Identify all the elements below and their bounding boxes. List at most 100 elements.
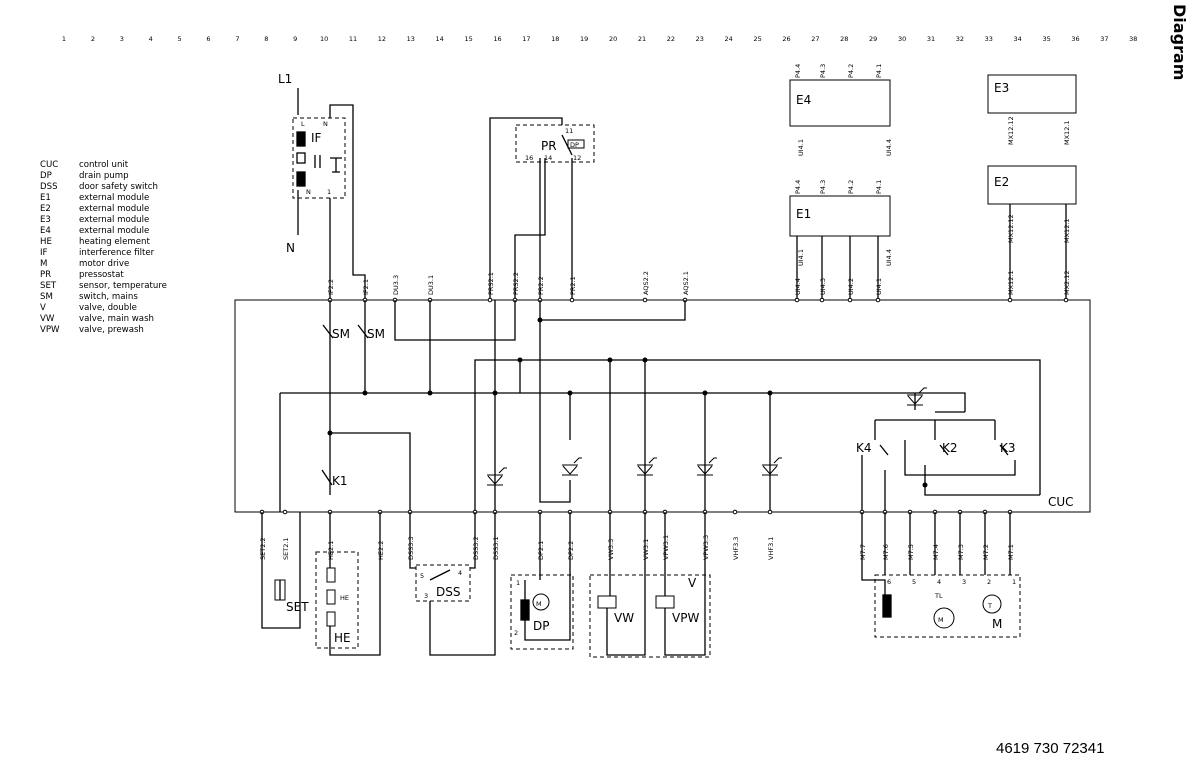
column-number: 30 (897, 35, 907, 43)
motor-pin-number: 5 (912, 578, 916, 586)
motor-pin-number: 3 (962, 578, 966, 586)
v-label: V (688, 576, 697, 590)
column-number: 28 (840, 35, 849, 43)
motor-pin-number: 1 (1012, 578, 1016, 586)
top-connector-label: AQS2.2 (642, 271, 650, 295)
bottom-connector-label: VW3.3 (607, 539, 615, 560)
motor-pin-number: 6 (887, 578, 891, 586)
e-module-pin: P4.1 (875, 180, 883, 194)
pr-wires (489, 117, 573, 300)
pr-pin-14: 14 (544, 154, 552, 162)
if-pin-1: 1 (327, 188, 331, 196)
connector-terminal (767, 509, 773, 515)
legend-desc: external module (79, 204, 150, 214)
column-number: 36 (1071, 35, 1080, 43)
bottom-connector-label: SET2.2 (259, 537, 267, 560)
column-number: 17 (522, 35, 531, 43)
connector-terminal (732, 509, 738, 515)
dss-pin-4: 4 (458, 569, 462, 577)
legend-desc: interference filter (79, 248, 155, 258)
top-connector-label: PR2.2 (537, 276, 545, 295)
motor-wires (861, 512, 1011, 595)
e-module-pin: UI4.4 (885, 139, 893, 156)
heating-element (315, 551, 359, 649)
column-number: 20 (608, 35, 618, 43)
bottom-connector-label: M7.1 (1007, 544, 1015, 560)
legend-desc: valve, double (79, 303, 137, 313)
bottom-connector-label: DSS3.2 (472, 536, 480, 560)
column-number: 21 (637, 35, 647, 43)
column-number: 12 (377, 35, 387, 43)
column-number: 24 (724, 35, 733, 43)
bus-nodes (327, 317, 928, 488)
dss-wires (409, 512, 496, 656)
e2-label: E2 (994, 175, 1009, 189)
bottom-connector-label: M7.5 (907, 544, 915, 560)
top-connector-label: DU3.3 (392, 275, 400, 295)
module-e4 (789, 79, 891, 127)
dp-motor-m: M (536, 600, 542, 608)
column-number: 11 (348, 35, 358, 43)
if-inductor-1 (296, 131, 306, 147)
column-number: 35 (1042, 35, 1051, 43)
door-safety-switch (415, 564, 471, 602)
column-number: 4 (148, 35, 153, 43)
column-number: 2 (90, 35, 95, 43)
bottom-connector-label: HE2.2 (377, 541, 385, 560)
dp-coil (520, 599, 530, 621)
column-number: 14 (435, 35, 444, 43)
legend-abbr: VPW (40, 325, 60, 335)
bottom-connector-label: DSS3.1 (492, 536, 500, 560)
column-number: 37 (1100, 35, 1109, 43)
legend-abbr: E4 (40, 226, 51, 236)
column-number: 23 (695, 35, 704, 43)
connector-terminal (487, 297, 493, 303)
pressostat (515, 124, 595, 163)
column-number: 19 (580, 35, 589, 43)
bottom-connector-label: VPW3.1 (662, 535, 670, 560)
module-e1 (789, 195, 891, 237)
motor-t: T (987, 602, 992, 610)
e-module-pin: UI4.4 (885, 249, 893, 266)
module-e3 (987, 74, 1077, 114)
relay-contacts (861, 411, 1040, 512)
legend-abbr: E1 (40, 193, 51, 203)
e-module-pin: P4.1 (875, 64, 883, 78)
pr-pin-12: 12 (573, 154, 581, 162)
motor-m: M (938, 616, 944, 624)
triac-symbol (762, 457, 782, 476)
if-inductor-2 (296, 171, 306, 187)
column-number: 15 (464, 35, 473, 43)
dss-pin-5: 5 (420, 572, 424, 580)
dss-pin-3: 3 (424, 592, 428, 600)
connector-terminal (875, 297, 881, 303)
if-resistor (296, 152, 306, 164)
motor-pin-number: 2 (987, 578, 991, 586)
column-number: 34 (1013, 35, 1022, 43)
connector-terminal (569, 297, 575, 303)
top-connector-label: IF2.2 (327, 279, 335, 295)
top-connector-label: MX12.1 (1007, 270, 1015, 295)
legend-abbr: DSS (40, 182, 58, 192)
top-connector-label: DU3.1 (427, 275, 435, 295)
column-number: 22 (666, 35, 676, 43)
e1-label: E1 (796, 207, 811, 221)
e-module-pin: P4.3 (819, 180, 827, 194)
bottom-connector-label: VPW3.3 (702, 535, 710, 560)
column-number: 1 (61, 35, 67, 43)
he-wires (329, 512, 381, 656)
top-connector-label: UI4.2 (847, 278, 855, 295)
bottom-connector-label: M7.3 (957, 544, 965, 560)
column-number: 3 (119, 35, 124, 43)
column-number: 10 (319, 35, 329, 43)
e-module-pin: P4.2 (847, 180, 855, 194)
e-module-pin: P4.4 (794, 64, 802, 78)
top-connector-label: MX2.12 (1063, 270, 1071, 295)
